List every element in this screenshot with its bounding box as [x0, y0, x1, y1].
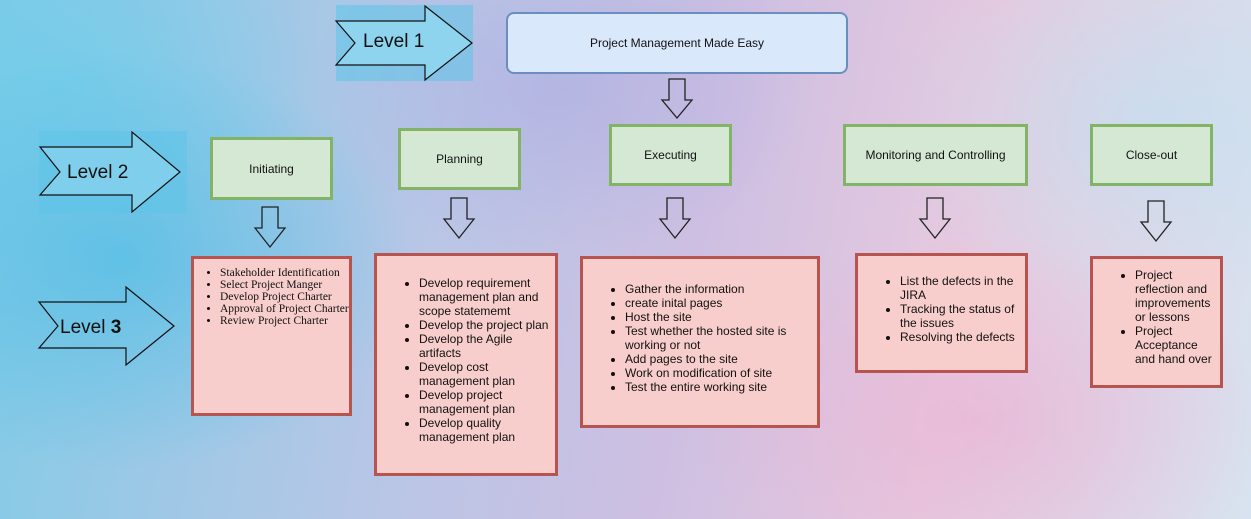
phase-monitoring: Monitoring and Controlling	[843, 124, 1028, 186]
list-item: Test whether the hosted site is working …	[625, 324, 807, 352]
executing-down-arrow	[658, 197, 692, 240]
list-item: Work on modification of site	[625, 366, 807, 380]
list-item: Develop the project plan	[419, 318, 549, 332]
level-3-arrow	[37, 285, 175, 367]
list-item: Develop requirement management plan and …	[419, 276, 549, 318]
closeout-tasks: Project reflection and improvements or l…	[1090, 256, 1223, 388]
monitoring-tasks: List the defects in the JIRA Tracking th…	[855, 253, 1028, 373]
closeout-task-list: Project reflection and improvements or l…	[1093, 268, 1212, 366]
list-item: Gather the information	[625, 282, 807, 296]
executing-tasks: Gather the information create inital pag…	[580, 256, 820, 428]
level-2-label: Level 2	[67, 162, 129, 183]
initiating-tasks: Stakeholder Identification Select Projec…	[191, 256, 352, 416]
list-item: Test the entire working site	[625, 380, 807, 394]
title-down-arrow	[660, 78, 694, 120]
list-item: Select Project Manger	[220, 279, 349, 291]
level-2-arrow	[38, 130, 187, 214]
list-item: Stakeholder Identification	[220, 267, 349, 279]
level-1-arrow	[334, 4, 473, 82]
closeout-down-arrow	[1139, 200, 1173, 243]
executing-task-list: Gather the information create inital pag…	[583, 282, 807, 394]
list-item: create inital pages	[625, 296, 807, 310]
planning-down-arrow	[442, 197, 476, 240]
list-item: Develop project management plan	[419, 388, 549, 416]
list-item: Develop cost management plan	[419, 360, 549, 388]
phase-closeout: Close-out	[1090, 124, 1213, 186]
title-text: Project Management Made Easy	[589, 36, 765, 50]
phase-executing: Executing	[609, 124, 732, 186]
title-box: Project Management Made Easy	[506, 12, 848, 74]
list-item: Tracking the status of the issues	[900, 302, 1017, 330]
list-item: Host the site	[625, 310, 807, 324]
list-item: Develop quality management plan	[419, 416, 549, 444]
list-item: Add pages to the site	[625, 352, 807, 366]
list-item: Project Acceptance and hand over	[1135, 324, 1212, 366]
initiating-down-arrow	[253, 206, 287, 249]
initiating-task-list: Stakeholder Identification Select Projec…	[194, 267, 349, 327]
list-item: Develop Project Charter	[220, 291, 349, 303]
monitoring-down-arrow	[918, 197, 952, 240]
list-item: Approval of Project Charter	[220, 303, 349, 315]
planning-task-list: Develop requirement management plan and …	[377, 276, 549, 444]
list-item: Develop the Agile artifacts	[419, 332, 549, 360]
level-3-label: Level 3	[60, 317, 122, 338]
monitoring-task-list: List the defects in the JIRA Tracking th…	[858, 274, 1017, 344]
phase-planning: Planning	[398, 128, 521, 190]
list-item: Project reflection and improvements or l…	[1135, 268, 1212, 324]
level-1-label: Level 1	[363, 31, 425, 52]
list-item: List the defects in the JIRA	[900, 274, 1017, 302]
planning-tasks: Develop requirement management plan and …	[374, 253, 558, 476]
list-item: Resolving the defects	[900, 330, 1017, 344]
list-item: Review Project Charter	[220, 315, 349, 327]
phase-initiating: Initiating	[210, 137, 333, 200]
